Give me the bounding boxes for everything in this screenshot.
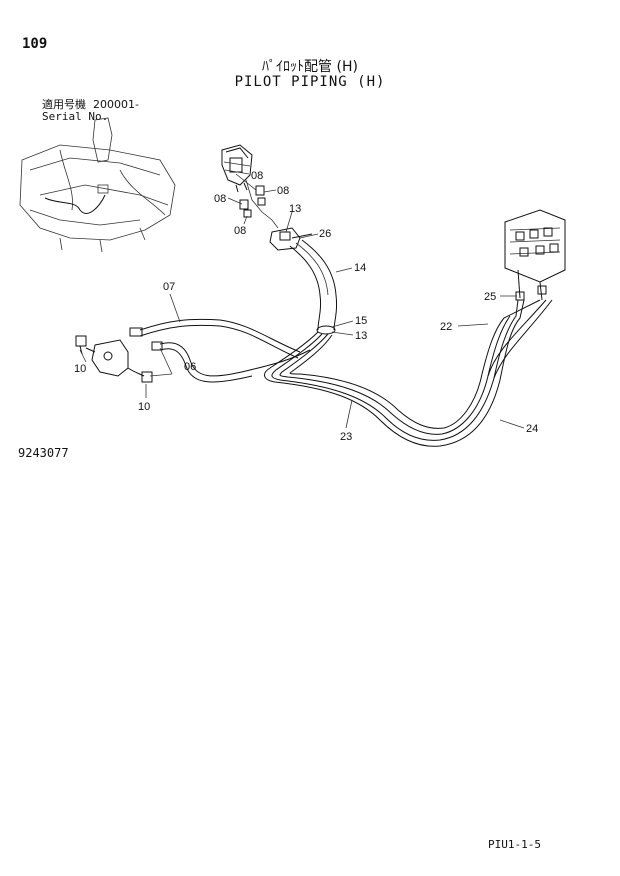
callout-10-a: 10 <box>74 363 86 375</box>
serial-value: 200001- <box>93 98 139 111</box>
control-valve <box>504 209 566 301</box>
callout-labels: 08 08 08 08 13 26 14 07 15 13 10 06 10 2… <box>74 170 538 443</box>
callout-22: 22 <box>440 321 452 333</box>
serial-label-jp-text: 適用号機 <box>42 98 86 111</box>
callout-13-b: 13 <box>355 330 367 342</box>
callout-14: 14 <box>354 262 366 274</box>
callout-26: 26 <box>319 228 331 240</box>
drawing-number: 9243077 <box>18 446 69 460</box>
serial-label-japanese: 適用号機 200001- <box>42 96 139 112</box>
title-english: PILOT PIPING (H) <box>234 74 386 90</box>
callout-07: 07 <box>163 281 175 293</box>
leader-lines <box>79 173 525 429</box>
callout-25: 25 <box>484 291 496 303</box>
pipe-bundle <box>264 299 553 447</box>
bracket-10 <box>75 335 153 383</box>
pilot-valve <box>221 144 253 193</box>
callout-13-a: 13 <box>289 203 301 215</box>
callout-08-b: 08 <box>277 185 289 197</box>
page-number: 109 <box>22 36 48 52</box>
fittings-08 <box>239 179 279 229</box>
callout-08-c: 08 <box>214 193 226 205</box>
callout-08-a: 08 <box>251 170 263 182</box>
clamp-13-26 <box>269 227 313 251</box>
hoses-06-07 <box>129 318 311 383</box>
footer-code: PIU1-1-5 <box>488 838 541 851</box>
callout-08-d: 08 <box>234 225 246 237</box>
machine-overview-sketch <box>19 117 176 253</box>
callout-10-b: 10 <box>138 401 150 413</box>
title-japanese: ﾊﾟｲﾛｯﾄ配管 (H) <box>262 59 358 75</box>
callout-24: 24 <box>526 423 538 435</box>
callout-06: 06 <box>184 361 196 373</box>
callout-15: 15 <box>355 315 367 327</box>
hose-14 <box>289 239 338 335</box>
callout-23: 23 <box>340 431 352 443</box>
serial-label-english: Serial No. <box>42 110 109 123</box>
